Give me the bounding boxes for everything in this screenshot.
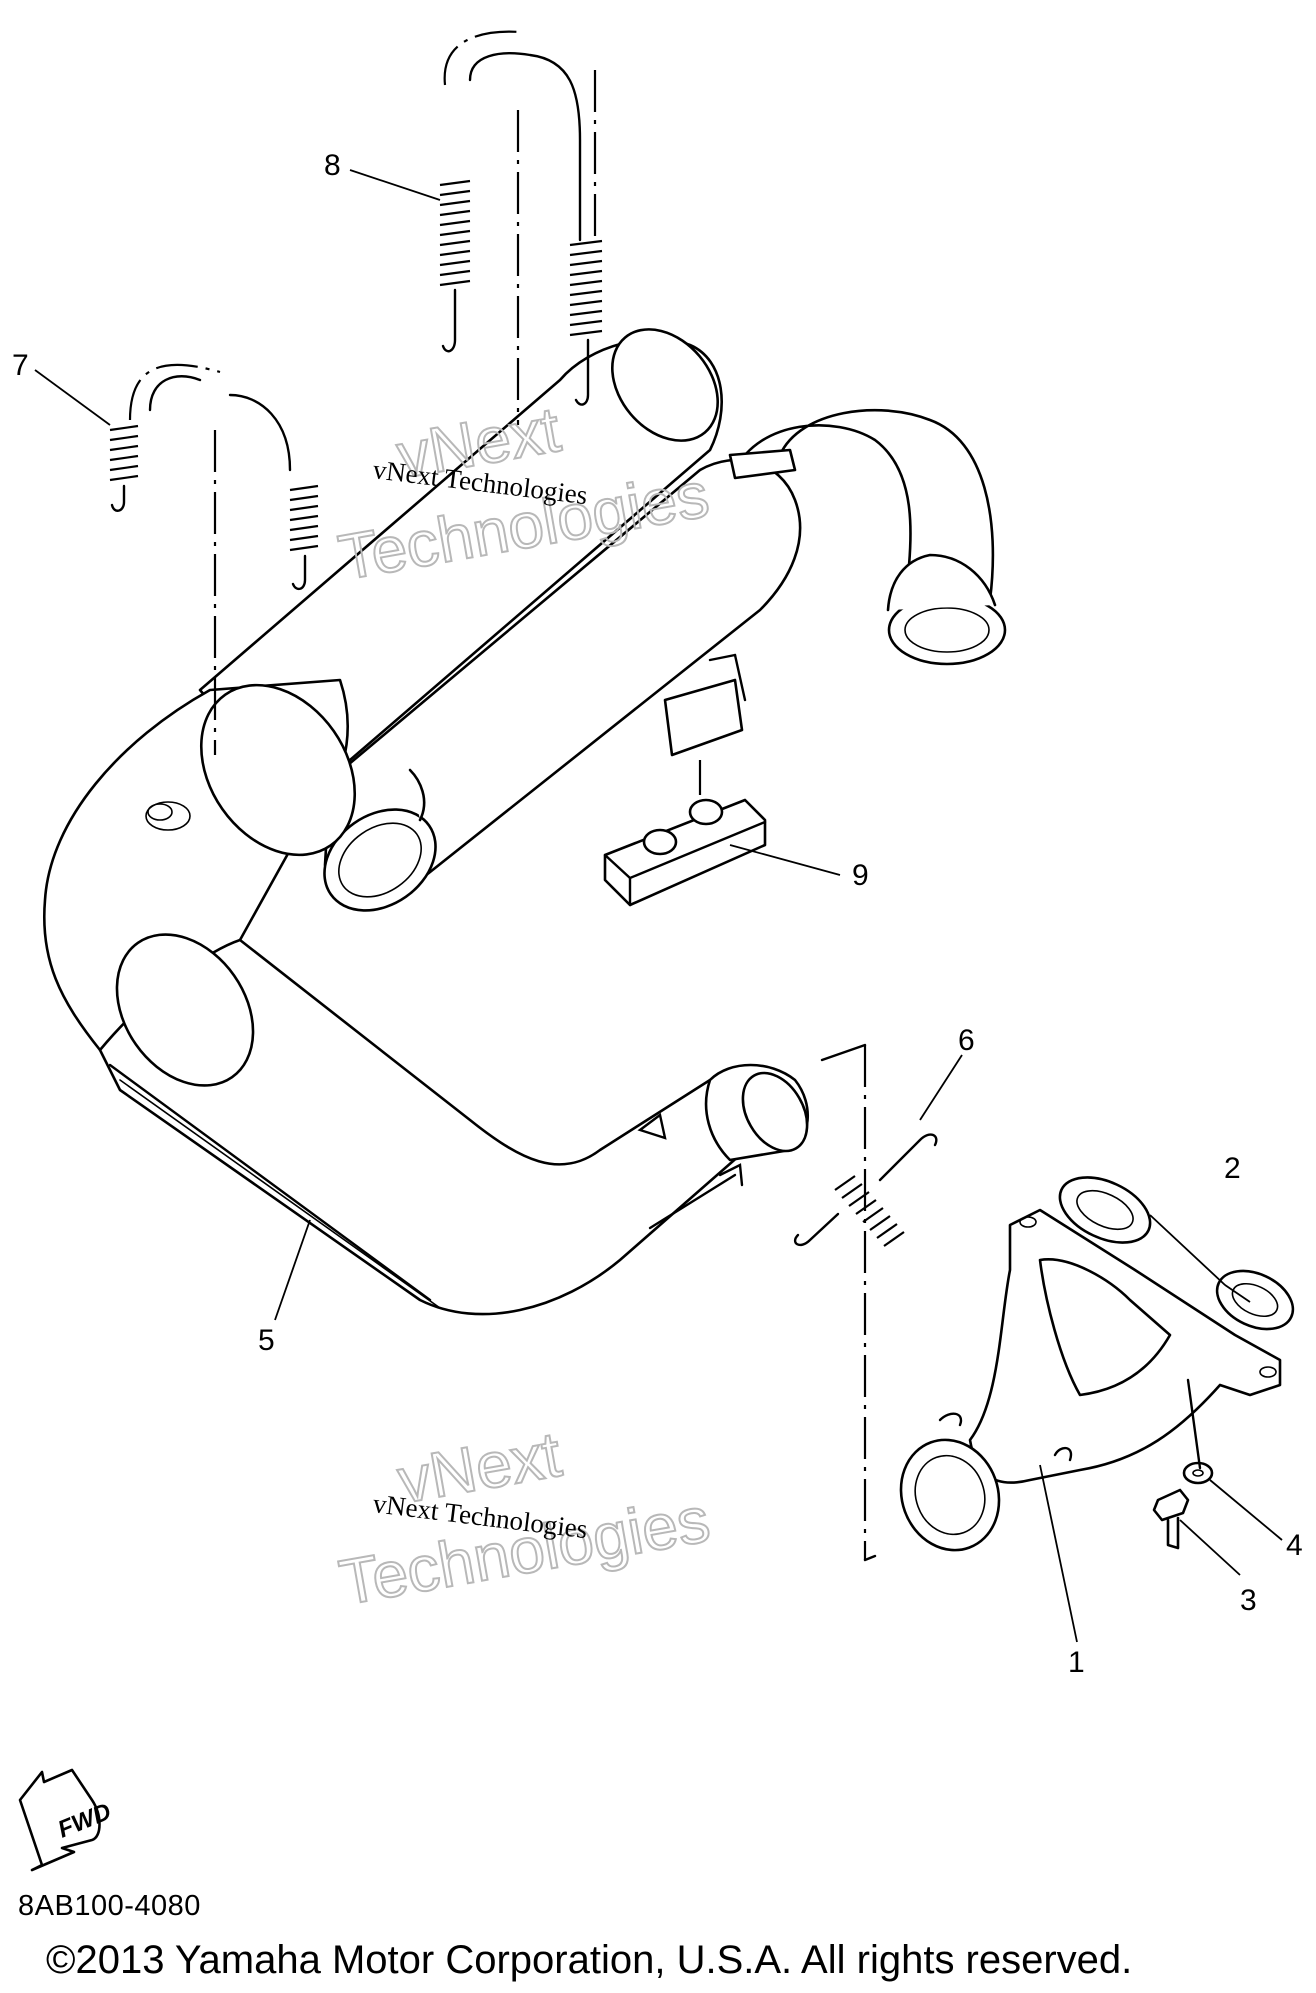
callouts: 1 2 3 4 5 6 7 8 9 bbox=[12, 149, 1303, 1679]
alignment-line-bracket bbox=[820, 1043, 877, 1562]
callout-2: 2 bbox=[1224, 1152, 1241, 1185]
spring-7-coil-left bbox=[109, 424, 139, 482]
silencer-assembly bbox=[42, 328, 1007, 1316]
spring-8 bbox=[439, 30, 603, 425]
damper-block bbox=[603, 760, 767, 907]
callout-3: 3 bbox=[1240, 1584, 1257, 1617]
gaskets bbox=[1058, 1176, 1295, 1331]
fwd-arrow-icon: FWD bbox=[18, 1768, 115, 1872]
spring-7 bbox=[109, 363, 319, 755]
callout-7: 7 bbox=[12, 349, 29, 382]
drawing-code: 8AB100-4080 bbox=[18, 1890, 201, 1922]
callout-4: 4 bbox=[1286, 1529, 1303, 1562]
spring-8-coil-left bbox=[439, 179, 471, 287]
callout-5: 5 bbox=[258, 1324, 275, 1357]
copyright-notice: ©2013 Yamaha Motor Corporation, U.S.A. A… bbox=[46, 1938, 1133, 1982]
callout-9: 9 bbox=[852, 859, 869, 892]
spring-8-coil-right bbox=[569, 239, 603, 337]
spring-6 bbox=[793, 1133, 938, 1247]
spring-7-coil-right bbox=[289, 484, 319, 552]
callout-1: 1 bbox=[1068, 1646, 1085, 1679]
leader-lines bbox=[34, 169, 1283, 1643]
callout-6: 6 bbox=[958, 1024, 975, 1057]
callout-8: 8 bbox=[324, 149, 341, 182]
spring-6-coil bbox=[834, 1175, 905, 1247]
washer-and-bolt bbox=[1152, 1378, 1214, 1550]
exhaust-manifold bbox=[899, 1208, 1282, 1552]
